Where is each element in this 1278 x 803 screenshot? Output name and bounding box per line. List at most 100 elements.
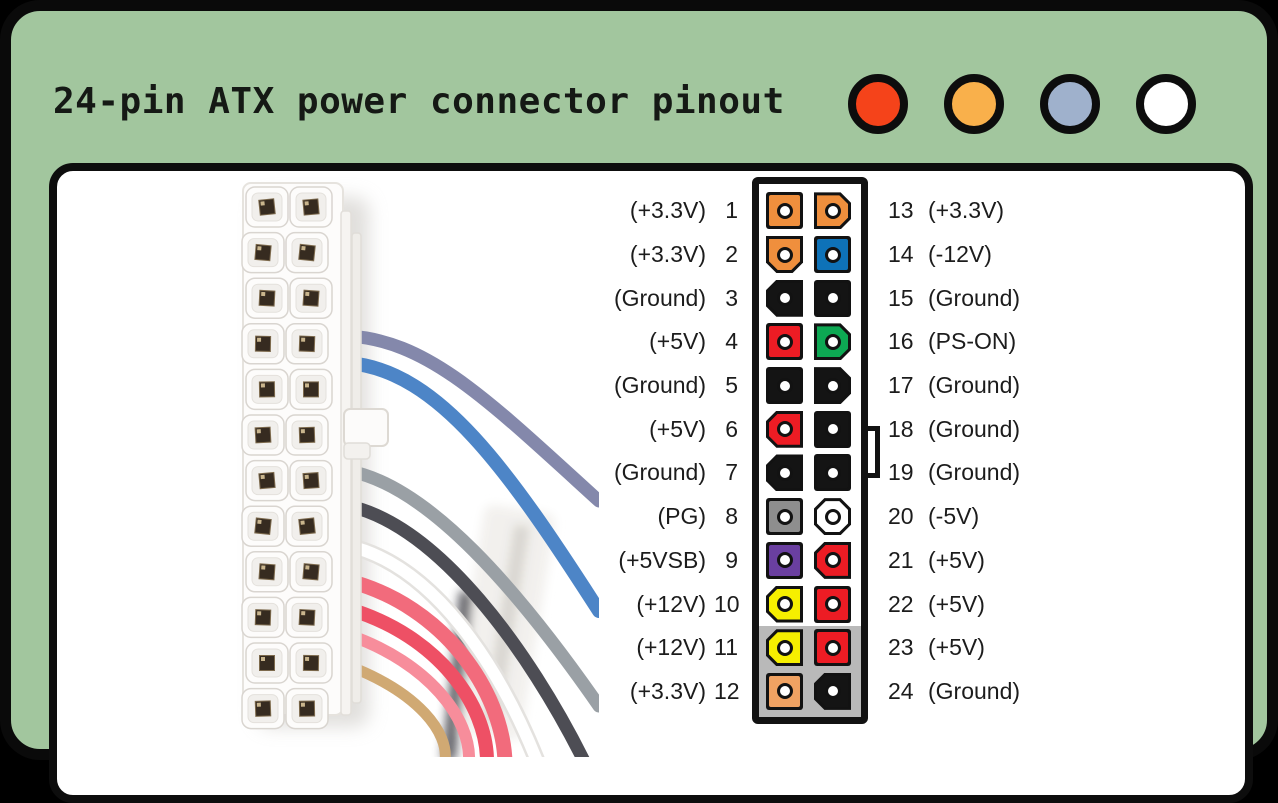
pin-row: (PG) 8 20 (-5V) bbox=[506, 495, 1020, 539]
page-title: 24-pin ATX power connector pinout bbox=[53, 81, 785, 122]
pin-number-left: 10 bbox=[714, 590, 740, 617]
pin-number-left: 11 bbox=[714, 634, 738, 661]
socket-grid bbox=[241, 186, 333, 730]
pin-number-right: 21 bbox=[888, 546, 914, 573]
pin-label-right: (Ground) bbox=[928, 459, 1021, 486]
pin-number-left: 3 bbox=[725, 284, 738, 311]
pin-number-right: 18 bbox=[888, 415, 914, 442]
pin-swatch-right bbox=[814, 498, 851, 536]
pin-swatch-left bbox=[766, 629, 803, 667]
pin-swatch-right bbox=[814, 279, 851, 317]
pin-swatch-right bbox=[814, 367, 851, 405]
pin-swatch-left bbox=[766, 672, 803, 710]
pin-hole-icon bbox=[824, 377, 841, 394]
pin-hole-icon bbox=[824, 639, 841, 656]
content-panel: (+3.3V) 1 13 (+3.3V) bbox=[49, 163, 1253, 803]
pin-swatch-right bbox=[814, 454, 851, 492]
legend-dots bbox=[848, 74, 1196, 134]
pin-label-left: (+5V) bbox=[649, 415, 706, 442]
pin-swatch-left bbox=[766, 236, 803, 274]
pin-label-right: (Ground) bbox=[928, 284, 1021, 311]
pin-row: (Ground) 3 15 (Ground) bbox=[506, 276, 1020, 320]
pin-label-left: (Ground) bbox=[613, 284, 706, 311]
pin-swatch-left bbox=[766, 410, 803, 448]
pin-swatch-left bbox=[766, 541, 803, 579]
pin-hole-icon bbox=[776, 508, 793, 525]
pin-hole-icon bbox=[824, 202, 841, 219]
pin-number-right: 15 bbox=[888, 284, 914, 311]
pinout-table: (+3.3V) 1 13 (+3.3V) bbox=[506, 189, 1020, 713]
pin-label-right: (+5V) bbox=[928, 634, 985, 661]
pin-swatch-right bbox=[814, 410, 851, 448]
legend-dot-white bbox=[1136, 74, 1196, 134]
pin-number-left: 4 bbox=[725, 328, 738, 355]
pin-swatch-right bbox=[814, 541, 851, 579]
pin-label-right: (+5V) bbox=[928, 546, 985, 573]
pin-hole-icon bbox=[776, 421, 793, 438]
pin-swatch-left bbox=[766, 498, 803, 536]
legend-dot-red bbox=[848, 74, 908, 134]
pin-swatch-right bbox=[814, 585, 851, 623]
pin-number-left: 7 bbox=[725, 459, 738, 486]
pin-swatch-left bbox=[766, 367, 803, 405]
pin-label-left: (Ground) bbox=[613, 372, 706, 399]
pin-label-right: (Ground) bbox=[928, 415, 1021, 442]
pin-hole-icon bbox=[824, 596, 841, 613]
pin-swatch-left bbox=[766, 323, 803, 361]
pin-hole-icon bbox=[776, 464, 793, 481]
pin-hole-icon bbox=[776, 377, 793, 394]
pin-number-right: 22 bbox=[888, 590, 914, 617]
pin-hole-icon bbox=[824, 508, 841, 525]
pin-label-left: (+5V) bbox=[649, 328, 706, 355]
pin-label-right: (+3.3V) bbox=[928, 197, 1005, 224]
pin-number-right: 23 bbox=[888, 634, 914, 661]
pin-row: (+12V) 10 22 (+5V) bbox=[506, 582, 1020, 626]
pin-swatch-left bbox=[766, 279, 803, 317]
pin-row: (+5V) 4 16 (PS-ON) bbox=[506, 320, 1020, 364]
pin-label-right: (+5V) bbox=[928, 590, 985, 617]
pin-row: (Ground) 7 19 (Ground) bbox=[506, 451, 1020, 495]
pin-number-right: 24 bbox=[888, 677, 914, 704]
pin-label-right: (-5V) bbox=[928, 503, 980, 530]
pin-hole-icon bbox=[776, 639, 793, 656]
pin-number-left: 8 bbox=[725, 503, 738, 530]
pin-number-right: 16 bbox=[888, 328, 914, 355]
latch-tab bbox=[868, 426, 880, 478]
pin-swatch-right bbox=[814, 236, 851, 274]
pin-label-left: (+3.3V) bbox=[629, 241, 706, 268]
pin-row: (+3.3V) 1 13 (+3.3V) bbox=[506, 189, 1020, 233]
pin-swatch-left bbox=[766, 585, 803, 623]
pin-number-left: 9 bbox=[725, 546, 738, 573]
pin-hole-icon bbox=[824, 464, 841, 481]
pin-row: (Ground) 5 17 (Ground) bbox=[506, 364, 1020, 408]
pin-hole-icon bbox=[776, 202, 793, 219]
pin-number-left: 2 bbox=[725, 241, 738, 268]
legend-dot-orange bbox=[944, 74, 1004, 134]
pin-number-right: 20 bbox=[888, 503, 914, 530]
pin-hole-icon bbox=[824, 683, 841, 700]
pin-number-right: 17 bbox=[888, 372, 914, 399]
pin-hole-icon bbox=[776, 596, 793, 613]
legend-dot-blue-gray bbox=[1040, 74, 1100, 134]
pin-swatch-right bbox=[814, 672, 851, 710]
pin-number-left: 1 bbox=[725, 197, 738, 224]
pin-number-left: 12 bbox=[714, 677, 740, 704]
pin-row: (+5VSB) 9 21 (+5V) bbox=[506, 539, 1020, 583]
pin-row: (+12V) 11 23 (+5V) bbox=[506, 626, 1020, 670]
pin-swatch-left bbox=[766, 454, 803, 492]
pin-row: (+3.3V) 2 14 (-12V) bbox=[506, 233, 1020, 277]
pin-number-right: 19 bbox=[888, 459, 914, 486]
pin-label-right: (PS-ON) bbox=[928, 328, 1017, 355]
pin-row: (+5V) 6 18 (Ground) bbox=[506, 407, 1020, 451]
pin-label-left: (+12V) bbox=[636, 590, 706, 617]
pin-swatch-left bbox=[766, 192, 803, 230]
pin-hole-icon bbox=[824, 290, 841, 307]
pin-hole-icon bbox=[824, 552, 841, 569]
pin-number-left: 5 bbox=[725, 372, 738, 399]
pin-hole-icon bbox=[824, 421, 841, 438]
pin-label-left: (+3.3V) bbox=[629, 197, 706, 224]
pin-swatch-right bbox=[814, 629, 851, 667]
pin-swatch-right bbox=[814, 192, 851, 230]
pin-hole-icon bbox=[776, 246, 793, 263]
